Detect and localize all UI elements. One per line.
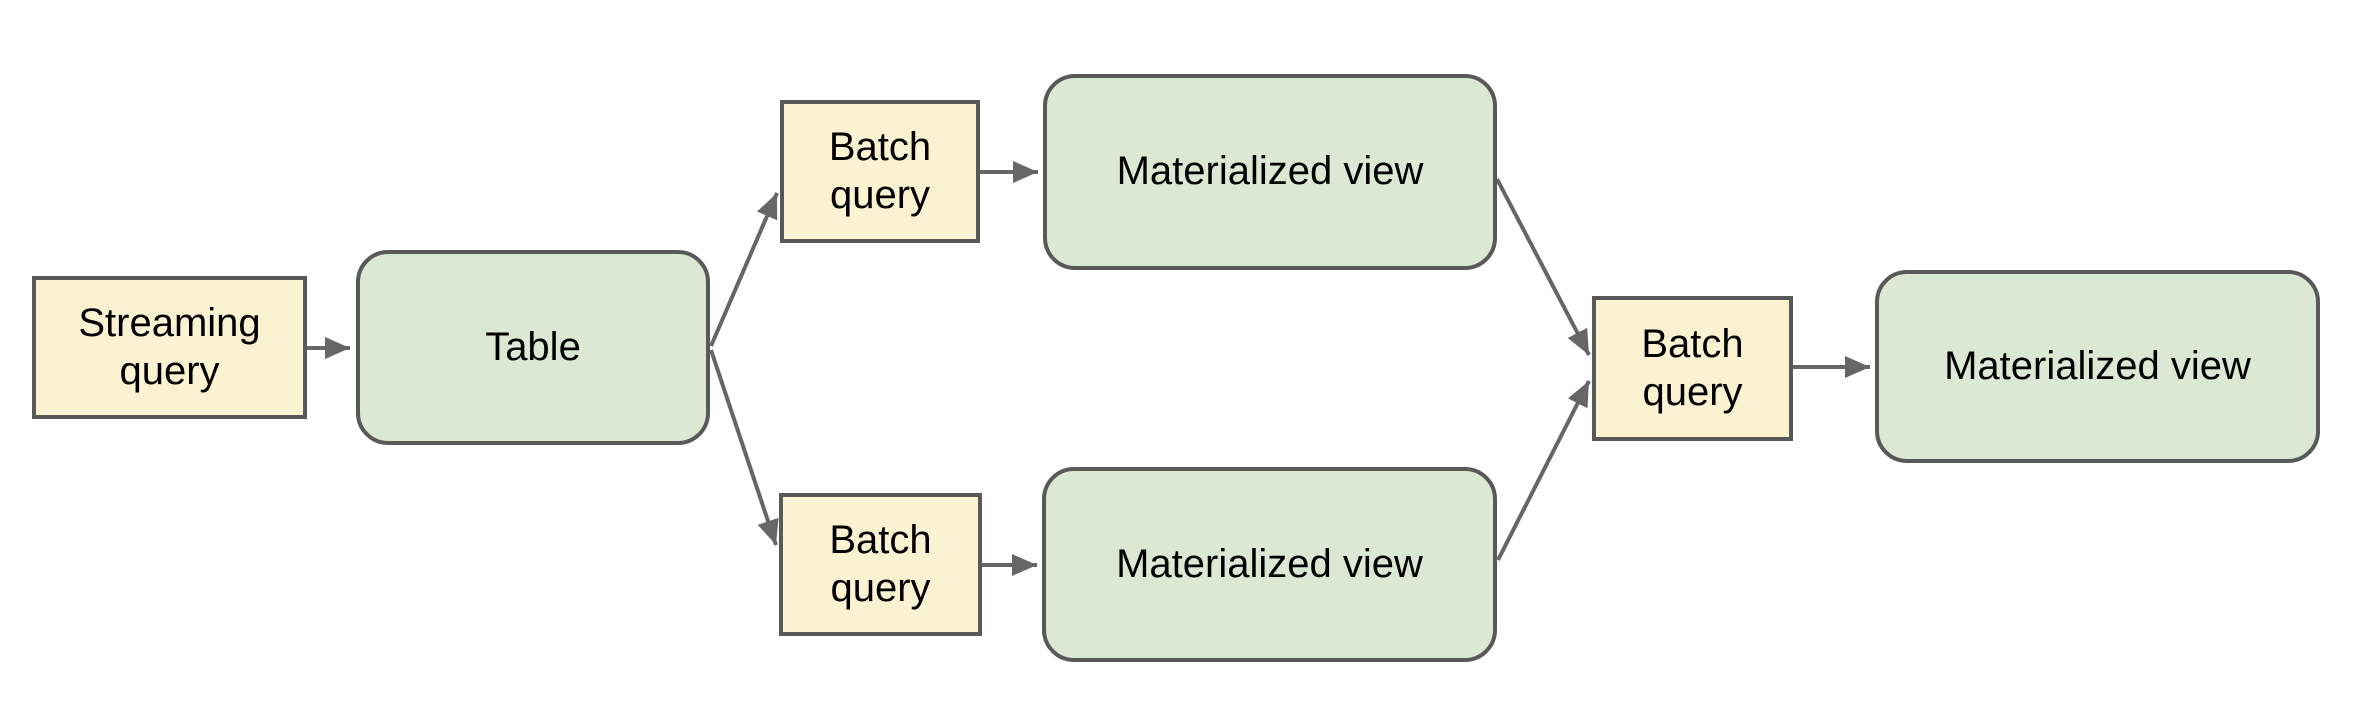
edge-materialized-view-top-to-batch-query-right bbox=[1495, 178, 1591, 356]
edge-table-to-batch-query-bottom bbox=[709, 349, 779, 546]
node-table: Table bbox=[356, 250, 710, 445]
edge-table-to-batch-query-top bbox=[709, 192, 779, 347]
node-materialized-view-top: Materialized view bbox=[1043, 74, 1497, 270]
node-batch-query-right: Batch query bbox=[1592, 296, 1793, 441]
edge-materialized-view-bottom-to-batch-query-right bbox=[1496, 380, 1591, 561]
node-materialized-view-bottom: Materialized view bbox=[1042, 467, 1497, 662]
node-streaming-query: Streaming query bbox=[32, 276, 307, 419]
node-batch-query-bottom: Batch query bbox=[779, 493, 982, 636]
node-materialized-view-final: Materialized view bbox=[1875, 270, 2320, 463]
node-batch-query-top: Batch query bbox=[780, 100, 980, 243]
